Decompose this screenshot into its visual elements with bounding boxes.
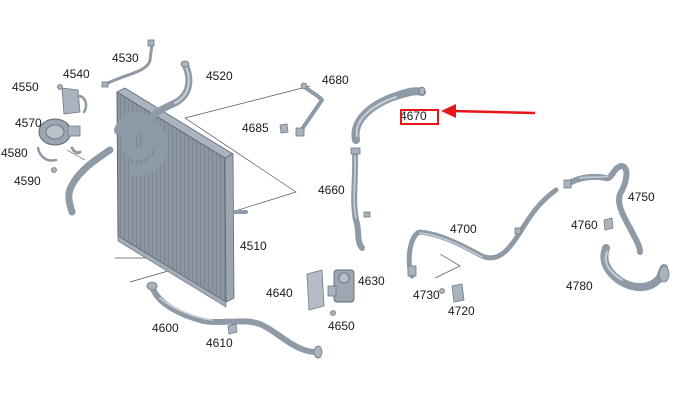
clip-4610[interactable] (227, 323, 238, 335)
hose-4670[interactable] (351, 86, 426, 144)
label-4510: 4510 (240, 239, 267, 253)
pipe-4530[interactable] (101, 39, 155, 88)
label-4680: 4680 (322, 73, 349, 87)
clip-4590[interactable] (51, 167, 57, 173)
hose-4600[interactable] (146, 281, 323, 359)
hose-4660[interactable] (350, 147, 371, 251)
bolt-4730[interactable] (439, 288, 445, 294)
pump-4570[interactable] (38, 118, 82, 155)
label-4730: 4730 (413, 288, 440, 302)
bracket-4720[interactable] (451, 283, 465, 303)
pipe-4680[interactable] (295, 82, 324, 137)
clip-4760[interactable] (603, 217, 614, 231)
hose-4580[interactable] (36, 146, 58, 162)
highlight-arrow-icon (441, 104, 536, 118)
label-4685: 4685 (242, 121, 269, 135)
label-4600: 4600 (152, 321, 179, 335)
label-4650: 4650 (328, 319, 355, 333)
bolt-4650[interactable] (330, 310, 336, 316)
hose-4750[interactable] (563, 163, 643, 255)
label-4590: 4590 (14, 174, 41, 188)
highlight-box (400, 109, 439, 125)
label-4540: 4540 (63, 67, 90, 81)
clip-4685[interactable] (279, 123, 289, 134)
label-4610: 4610 (206, 336, 233, 350)
bracket-4540[interactable] (61, 87, 88, 115)
label-4700: 4700 (450, 222, 477, 236)
label-4750: 4750 (628, 190, 655, 204)
label-4780: 4780 (566, 279, 593, 293)
bracket-4640[interactable] (306, 269, 325, 311)
label-4580: 4580 (1, 146, 28, 160)
label-4760: 4760 (571, 218, 598, 232)
label-4660: 4660 (318, 183, 345, 197)
label-4630: 4630 (358, 274, 385, 288)
label-4670: 4670 (400, 109, 427, 123)
hose-4520[interactable] (65, 60, 193, 216)
fastener-4550[interactable] (57, 84, 63, 90)
label-4530: 4530 (112, 51, 139, 65)
label-4520: 4520 (206, 69, 233, 83)
pipe-4700[interactable] (406, 187, 559, 279)
label-4720: 4720 (448, 304, 475, 318)
label-4570: 4570 (15, 116, 42, 130)
label-4640: 4640 (266, 286, 293, 300)
label-4550: 4550 (12, 80, 39, 94)
housing-4630[interactable] (327, 269, 355, 303)
hose-4780[interactable] (600, 244, 670, 291)
